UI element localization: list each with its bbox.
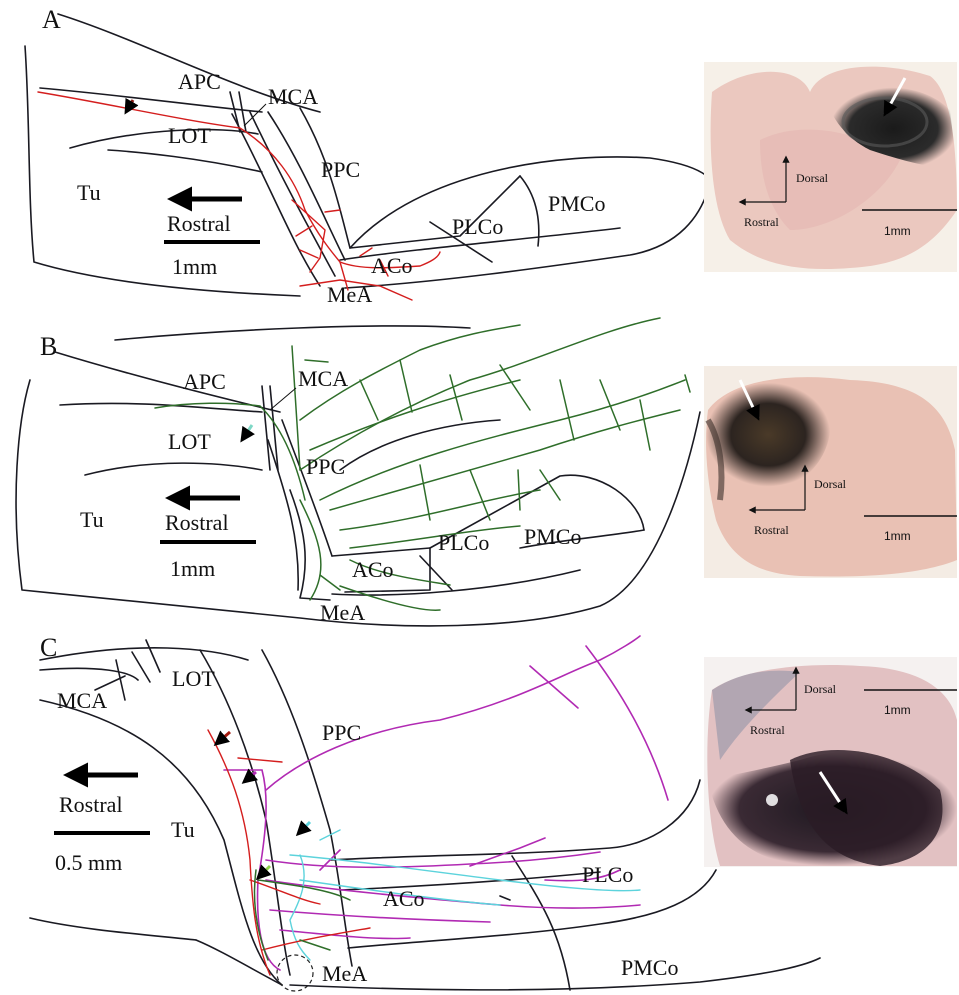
panel-c-photo: Dorsal Rostral 1mm bbox=[704, 657, 957, 867]
scale-direction: Rostral bbox=[59, 792, 123, 817]
region-label-aco: ACo bbox=[352, 557, 394, 582]
panel-c-scale: Rostral 0.5 mm bbox=[54, 775, 150, 875]
region-label-plco: PLCo bbox=[452, 214, 503, 239]
photo-dorsal-label: Dorsal bbox=[804, 682, 837, 696]
region-label-tu: Tu bbox=[80, 507, 104, 532]
region-label-pmco: PMCo bbox=[524, 524, 581, 549]
region-label-lot: LOT bbox=[172, 666, 215, 691]
scale-length: 0.5 mm bbox=[55, 850, 122, 875]
region-label-mca: MCA bbox=[57, 688, 107, 713]
photo-rostral-label: Rostral bbox=[754, 523, 789, 537]
panel-a-outlines bbox=[25, 14, 711, 296]
region-label-pmco: PMCo bbox=[548, 191, 605, 216]
photo-scale-label: 1mm bbox=[884, 224, 911, 238]
panel-c: C bbox=[30, 633, 957, 991]
panel-b-letter: B bbox=[40, 332, 57, 361]
panel-b-axons bbox=[155, 318, 690, 610]
scale-direction: Rostral bbox=[167, 211, 231, 236]
region-label-apc: APC bbox=[178, 69, 221, 94]
photo-rostral-label: Rostral bbox=[750, 723, 785, 737]
region-label-mca: MCA bbox=[268, 84, 318, 109]
panel-b-photo: Dorsal Rostral 1mm bbox=[704, 366, 957, 578]
photo-rostral-label: Rostral bbox=[744, 215, 779, 229]
panel-c-outlines bbox=[30, 640, 820, 991]
region-label-lot: LOT bbox=[168, 123, 211, 148]
region-label-ppc: PPC bbox=[306, 454, 345, 479]
region-label-plco: PLCo bbox=[582, 862, 633, 887]
region-label-tu: Tu bbox=[171, 817, 195, 842]
photo-scale-label: 1mm bbox=[884, 703, 911, 717]
panel-a: A bbox=[25, 5, 957, 307]
region-label-aco: ACo bbox=[371, 253, 413, 278]
region-label-plco: PLCo bbox=[438, 530, 489, 555]
region-label-aco: ACo bbox=[383, 886, 425, 911]
panel-a-region-labels: APC MCA LOT PPC Tu PLCo PMCo ACo MeA bbox=[77, 69, 605, 307]
panel-a-photo: Dorsal Rostral 1mm bbox=[704, 62, 957, 272]
photo-dorsal-label: Dorsal bbox=[796, 171, 829, 185]
panel-b-scale: Rostral 1mm bbox=[160, 498, 256, 581]
panel-a-scale: Rostral 1mm bbox=[164, 199, 260, 279]
scale-length: 1mm bbox=[170, 556, 215, 581]
panel-a-letter: A bbox=[42, 5, 61, 34]
scale-length: 1mm bbox=[172, 254, 217, 279]
scale-direction: Rostral bbox=[165, 510, 229, 535]
region-label-mea: MeA bbox=[327, 282, 372, 307]
panel-b: B bbox=[16, 318, 957, 626]
region-label-mca: MCA bbox=[298, 366, 348, 391]
region-label-apc: APC bbox=[183, 369, 226, 394]
region-label-tu: Tu bbox=[77, 180, 101, 205]
photo-scale-label: 1mm bbox=[884, 529, 911, 543]
region-label-ppc: PPC bbox=[321, 157, 360, 182]
region-label-ppc: PPC bbox=[322, 720, 361, 745]
region-label-mea: MeA bbox=[322, 961, 367, 986]
photo-dorsal-label: Dorsal bbox=[814, 477, 847, 491]
region-label-lot: LOT bbox=[168, 429, 211, 454]
region-label-mea: MeA bbox=[320, 600, 365, 625]
region-label-pmco: PMCo bbox=[621, 955, 678, 980]
